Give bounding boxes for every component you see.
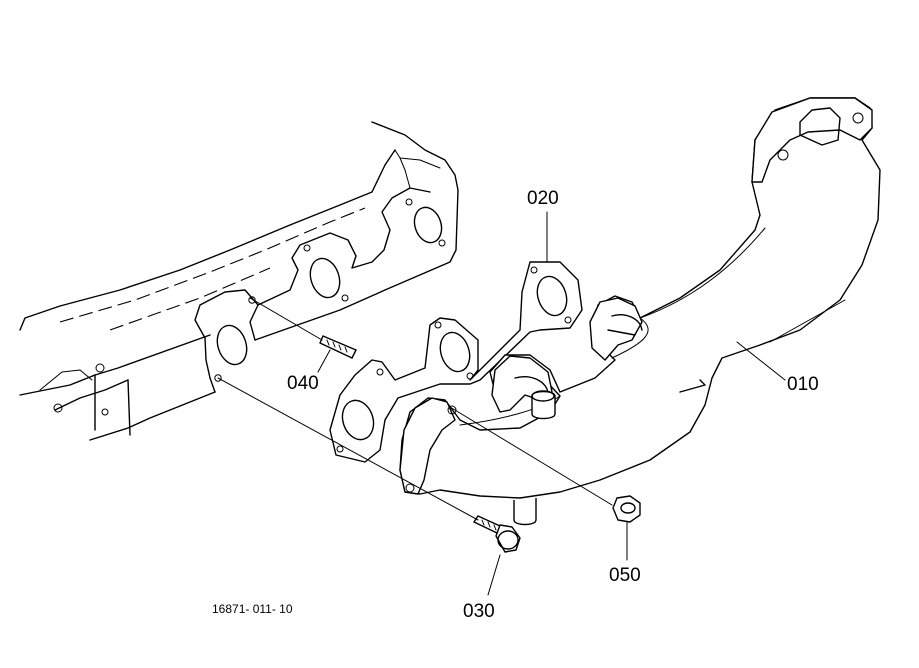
- exhaust-manifold-010: [399, 97, 881, 526]
- leader-030: [487, 554, 501, 596]
- leader-lines: [317, 211, 786, 596]
- callout-050: 050: [609, 565, 641, 586]
- callout-020: 020: [527, 188, 559, 209]
- callout-010: 010: [787, 374, 819, 395]
- nut-050: [449, 406, 641, 523]
- cylinder-head-block: [19, 121, 459, 441]
- bolt-030: [217, 377, 521, 553]
- gasket-020: [329, 261, 583, 463]
- callout-040: 040: [287, 373, 319, 394]
- callout-030: 030: [463, 601, 495, 622]
- leader-010: [736, 341, 786, 381]
- stud-040: [249, 297, 357, 359]
- figure-code: 16871- 011- 10: [212, 602, 293, 616]
- leader-040: [317, 349, 331, 373]
